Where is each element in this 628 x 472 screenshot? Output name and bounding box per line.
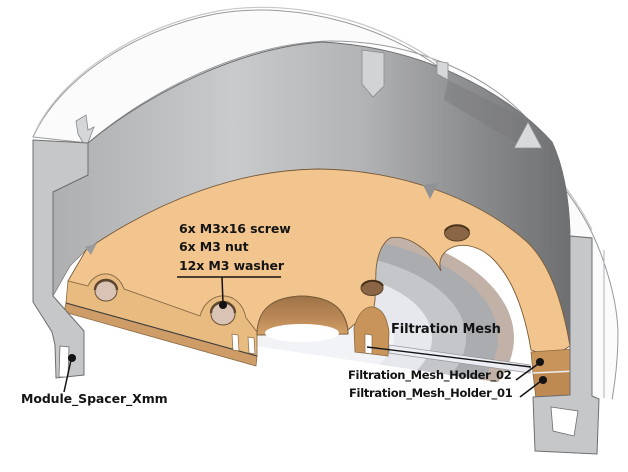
screw-label: 6x M3x16 screw xyxy=(179,221,291,236)
annotation-lines xyxy=(63,276,548,398)
bolt-hole-shadow xyxy=(444,224,470,232)
ring-outer-notch xyxy=(423,183,438,199)
holder-slot xyxy=(247,336,256,355)
filtration-mesh-holder-02-label: Filtration_Mesh_Holder_02 xyxy=(348,368,512,382)
mesh-leader-line xyxy=(366,346,532,368)
bayonet-notch-left xyxy=(75,114,95,149)
wall-top-edge xyxy=(87,41,571,234)
section-cut-background xyxy=(0,307,628,472)
nut-label: 6x M3 nut xyxy=(179,239,249,255)
washer-label: 12x M3 washer xyxy=(179,257,284,273)
module-spacer-rim xyxy=(32,9,619,453)
bayonet-ramp xyxy=(513,121,543,149)
holder02-anchor-dot xyxy=(535,357,545,367)
holder01-leader-line xyxy=(519,380,542,398)
holder02-leader-line xyxy=(515,363,539,381)
bolt-hole-shadow xyxy=(361,279,384,287)
holder-slot xyxy=(231,333,240,352)
mesh-seam-line xyxy=(532,370,577,374)
holder-slot xyxy=(364,333,373,355)
holder-slotted-block xyxy=(353,306,390,357)
spacer-leader-line xyxy=(63,359,72,393)
right-foot-notch xyxy=(550,406,579,437)
filtration-mesh-holder-01-label: Filtration_Mesh_Holder_01 xyxy=(349,386,513,400)
filtration-mesh-label: Filtration Mesh xyxy=(391,322,501,337)
left-foot-notch xyxy=(58,345,70,378)
fastener-callout: 6x M3x16 screw 6x M3 nut 12x M3 washer xyxy=(179,222,291,277)
screw-counterbore xyxy=(93,278,119,302)
mesh-seam-line xyxy=(65,302,258,357)
ring-outer-step xyxy=(85,243,97,255)
bayonet-step xyxy=(436,60,449,81)
arch-opening xyxy=(265,324,339,342)
holder-central-arch xyxy=(256,295,349,336)
module-spacer-right-leg xyxy=(532,235,600,455)
holder01-anchor-dot xyxy=(538,375,548,385)
module-spacer-left-leg xyxy=(32,139,89,379)
screw-anchor-dot xyxy=(218,300,228,310)
bayonet-slot-top xyxy=(361,49,385,98)
spacer-anchor-dot xyxy=(67,353,77,363)
bayonet-groove-shadow xyxy=(444,80,530,149)
screw-leader-line xyxy=(221,276,224,304)
module-spacer-label: Module_Spacer_Xmm xyxy=(21,391,168,406)
